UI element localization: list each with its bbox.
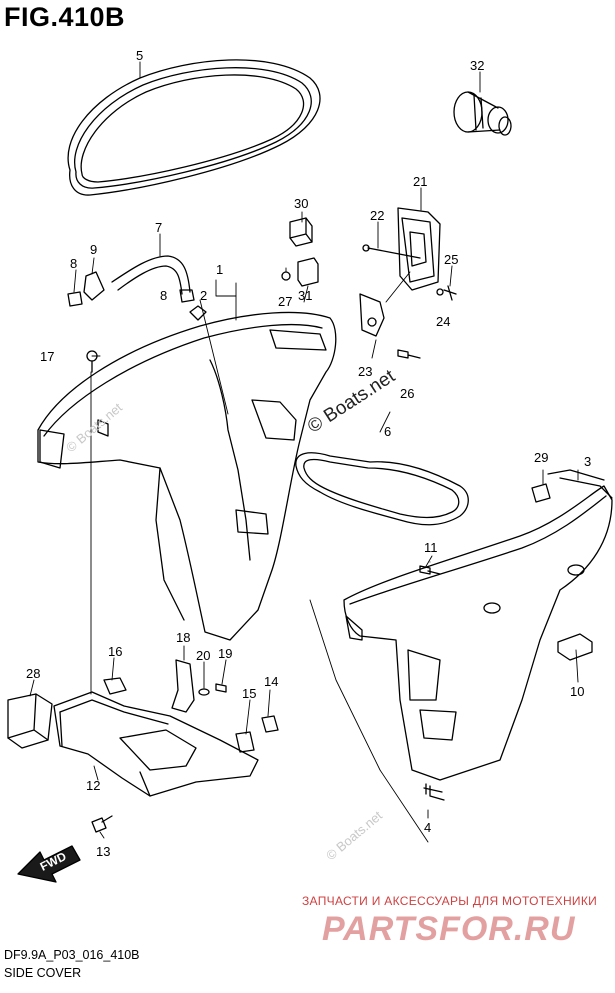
part-4-bolt <box>423 783 445 801</box>
callout-6: 6 <box>384 424 391 439</box>
part-8-grommet-center <box>179 289 195 303</box>
callout-30: 30 <box>294 196 308 211</box>
part-26-bolt <box>397 349 421 359</box>
callout-20: 20 <box>196 648 210 663</box>
callout-17: 17 <box>40 349 54 364</box>
part-3-lower-side-cover <box>343 469 613 781</box>
part-7-hose <box>111 255 191 295</box>
callout-2: 2 <box>200 288 207 303</box>
callout-12: 12 <box>86 778 100 793</box>
callout-28: 28 <box>26 666 40 681</box>
callout-19: 19 <box>218 646 232 661</box>
callout-26: 26 <box>400 386 414 401</box>
callout-31: 31 <box>298 288 312 303</box>
callout-14: 14 <box>264 674 278 689</box>
fwd-arrow: FWD <box>17 845 81 883</box>
part-10-grommet <box>557 633 593 661</box>
figure-name: SIDE COVER <box>4 966 82 980</box>
part-23-bracket <box>359 293 385 337</box>
part-15-grommet <box>235 731 255 753</box>
part-19-bolt <box>215 683 227 693</box>
part-20-washer <box>198 688 210 696</box>
part-17-screw <box>86 350 98 373</box>
callout-32: 32 <box>470 58 484 73</box>
part-31-bracket <box>281 257 319 287</box>
callout-15: 15 <box>242 686 256 701</box>
callout-8-left: 8 <box>70 256 77 271</box>
part-12-lower-bracket <box>53 691 259 797</box>
callout-21: 21 <box>413 174 427 189</box>
callout-22: 22 <box>370 208 384 223</box>
callout-5: 5 <box>136 48 143 63</box>
callout-11: 11 <box>424 540 438 555</box>
figure-code: DF9.9A_P03_016_410B <box>4 948 140 962</box>
callout-3: 3 <box>584 454 591 469</box>
part-25-clip <box>436 285 457 301</box>
part-6-gasket <box>295 452 469 526</box>
part-30-clip <box>289 217 313 247</box>
part-5-seal-ring <box>67 59 321 196</box>
callout-27: 27 <box>278 294 292 309</box>
part-22-pin <box>362 244 421 259</box>
part-14-nut <box>261 715 279 733</box>
callout-7: 7 <box>155 220 162 235</box>
callout-13: 13 <box>96 844 110 859</box>
callout-labels: 1 2 3 4 5 6 7 8 8 9 10 11 12 13 14 15 16… <box>26 48 591 859</box>
reference-lines <box>29 61 579 843</box>
callout-25: 25 <box>444 252 458 267</box>
part-11-screw <box>419 565 441 575</box>
part-16-nut <box>103 677 127 695</box>
part-28-pad <box>7 693 53 749</box>
callout-24: 24 <box>436 314 450 329</box>
part-21-latch-lever <box>397 207 441 291</box>
callout-23: 23 <box>358 364 372 379</box>
callout-16: 16 <box>108 644 122 659</box>
partsfor-logo: PARTSFOR.RU <box>322 910 576 948</box>
part-18-bracket <box>171 659 195 713</box>
callout-18: 18 <box>176 630 190 645</box>
partsfor-tagline: ЗАПЧАСТИ И АКСЕССУАРЫ ДЛЯ МОТОТЕХНИКИ <box>302 894 598 908</box>
callout-9: 9 <box>90 242 97 257</box>
callout-4: 4 <box>424 820 431 835</box>
callout-1: 1 <box>216 262 223 277</box>
callout-29: 29 <box>534 450 548 465</box>
part-9-clip <box>83 271 105 301</box>
figure-title: FIG.410B <box>4 2 126 32</box>
callout-8-center: 8 <box>160 288 167 303</box>
callout-10: 10 <box>570 684 584 699</box>
part-8-grommet-left <box>67 291 83 307</box>
part-29-grommet <box>531 483 551 503</box>
part-13-bolt <box>91 815 113 833</box>
part-32-grommet <box>453 91 512 136</box>
part-1-upper-side-cover <box>37 305 337 641</box>
